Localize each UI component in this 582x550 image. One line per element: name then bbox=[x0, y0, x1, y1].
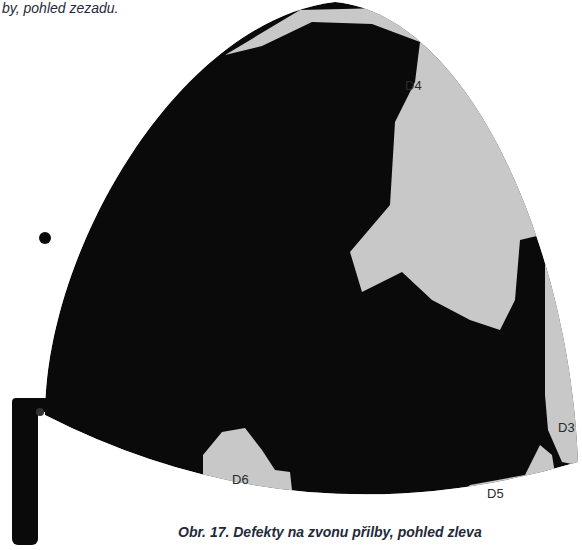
defect-d6 bbox=[203, 428, 292, 540]
rivet bbox=[36, 408, 44, 416]
defect-area bbox=[225, 8, 428, 55]
rivet bbox=[39, 232, 51, 244]
defect-label: D5 bbox=[487, 486, 504, 501]
defect-d3 bbox=[545, 234, 582, 470]
cheek-strap bbox=[12, 400, 38, 545]
previous-caption-fragment: by, pohled zezadu. bbox=[2, 0, 119, 16]
defect-d5 bbox=[445, 445, 582, 530]
defect-label: D6 bbox=[232, 472, 249, 487]
defect-label: D4 bbox=[405, 78, 422, 93]
figure-caption: Obr. 17. Defekty na zvonu přilby, pohled… bbox=[178, 524, 482, 540]
defect-label: D3 bbox=[558, 420, 575, 435]
